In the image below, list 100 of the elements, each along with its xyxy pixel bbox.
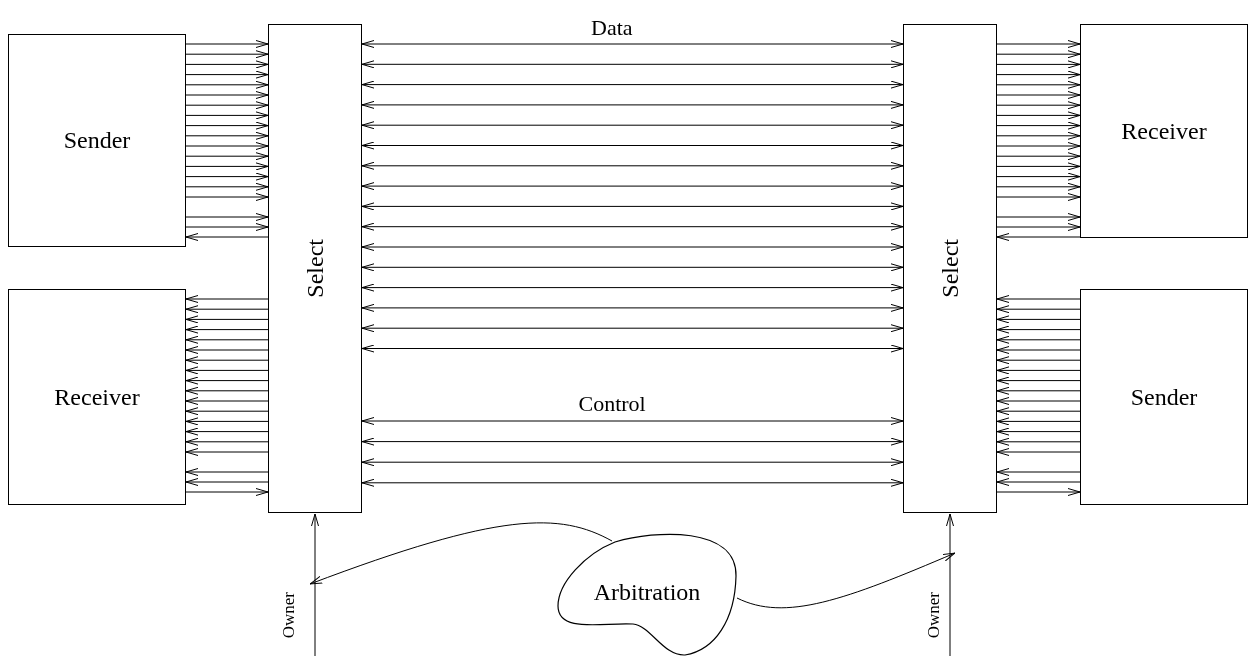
arrow (996, 162, 1081, 171)
module-box (8, 289, 186, 505)
arrow (185, 407, 269, 416)
arrow (996, 478, 1081, 486)
arrow (361, 458, 904, 467)
arrow (996, 335, 1081, 344)
arrow (185, 131, 269, 140)
module-box (1080, 24, 1248, 238)
select-block (268, 24, 362, 513)
arrow (996, 131, 1081, 140)
arrow (185, 437, 269, 446)
arrow (996, 376, 1081, 385)
arrow (185, 376, 269, 385)
arrow (185, 386, 269, 395)
arrow (185, 488, 269, 496)
arrow (996, 70, 1081, 79)
arrow (361, 478, 904, 487)
module-box (1080, 289, 1248, 505)
arrow (185, 111, 269, 120)
arrow (996, 121, 1081, 130)
arrow (361, 243, 904, 251)
arrow (996, 295, 1081, 303)
arrow (361, 263, 904, 272)
arrow (996, 407, 1081, 416)
arrow (996, 305, 1081, 314)
arrow (185, 346, 269, 354)
arrow (996, 448, 1081, 456)
arrow (996, 213, 1081, 221)
arrow (736, 552, 956, 609)
arrow (996, 437, 1081, 446)
arrow (185, 233, 269, 241)
arrow (996, 417, 1081, 426)
module-box (8, 34, 186, 247)
arrow (996, 172, 1081, 181)
arrow (185, 305, 269, 314)
arrow (185, 50, 269, 59)
arrow (361, 40, 904, 48)
arrow (361, 202, 904, 211)
arrow (185, 315, 269, 324)
arrow (996, 193, 1081, 201)
arrow (361, 100, 904, 109)
arrow (309, 522, 613, 585)
arrow (185, 417, 269, 426)
arrow (185, 101, 269, 110)
arrow (996, 233, 1081, 241)
arrow (996, 397, 1081, 405)
arrow (185, 295, 269, 303)
arrow (185, 162, 269, 171)
arrow (361, 161, 904, 170)
node-label: Select (301, 239, 329, 298)
select-block (903, 24, 997, 513)
arrow (996, 80, 1081, 89)
node-label: Sender (1130, 383, 1198, 411)
node-label: Sender (63, 127, 131, 154)
arrow (361, 324, 904, 333)
arrow (185, 182, 269, 191)
arrow (185, 70, 269, 79)
arrow (996, 111, 1081, 120)
arrow (185, 427, 269, 436)
arrow (185, 468, 269, 476)
arrow (185, 40, 269, 48)
arrow (996, 315, 1081, 324)
arrow (311, 513, 319, 656)
arrow (185, 223, 269, 231)
arrow (185, 91, 269, 99)
arrow (361, 437, 904, 446)
arrow (185, 172, 269, 181)
arrow (996, 50, 1081, 59)
arrow (361, 182, 904, 191)
arrow (185, 356, 269, 365)
arrow (185, 213, 269, 221)
arrow (996, 182, 1081, 191)
arrow (996, 142, 1081, 150)
arrow (185, 448, 269, 456)
arrow (361, 80, 904, 89)
node-label: Arbitration (593, 578, 701, 606)
arrow (996, 152, 1081, 161)
arrow (996, 366, 1081, 375)
node-label: Receiver (54, 383, 140, 411)
arrow (185, 152, 269, 161)
arrow (996, 488, 1081, 496)
arrow (185, 142, 269, 150)
arrow (185, 121, 269, 130)
arrow (996, 468, 1081, 476)
arrow (996, 91, 1081, 99)
arrow (185, 193, 269, 201)
arrow (996, 101, 1081, 110)
arrow (996, 356, 1081, 365)
arrow (361, 417, 904, 425)
arrow (361, 303, 904, 312)
arrow (996, 325, 1081, 334)
arrow (996, 386, 1081, 395)
arrow (361, 141, 904, 150)
node-label: Receiver (1121, 117, 1207, 145)
arrow (185, 80, 269, 89)
arrow (996, 346, 1081, 354)
arrow (996, 60, 1081, 69)
arrow (946, 513, 954, 656)
arrow (996, 40, 1081, 48)
node-label: Select (936, 239, 964, 298)
